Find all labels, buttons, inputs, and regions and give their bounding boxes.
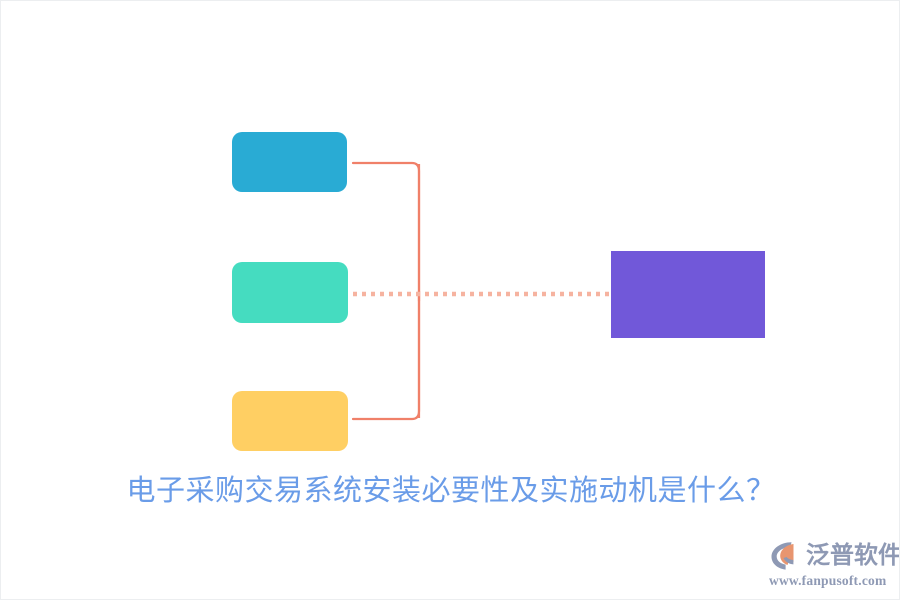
brand-url: www.fanpusoft.com (769, 573, 887, 588)
watermark: 泛普软件 www.fanpusoft.com (769, 539, 899, 593)
diagram-node-yellow[interactable] (232, 391, 348, 451)
page-title: 电子采购交易系统安装必要性及实施动机是什么？ (126, 475, 776, 507)
diagram-node-blue[interactable] (232, 132, 347, 192)
fanpu-logo-icon (771, 542, 797, 570)
brand-name: 泛普软件 (806, 543, 900, 569)
connector-blue-to-trunk (351, 161, 421, 303)
diagram-node-purple[interactable] (611, 251, 765, 338)
connector-yellow-to-trunk (351, 289, 421, 421)
diagram-node-green[interactable] (232, 262, 348, 323)
logo-row: 泛普软件 (769, 539, 899, 573)
